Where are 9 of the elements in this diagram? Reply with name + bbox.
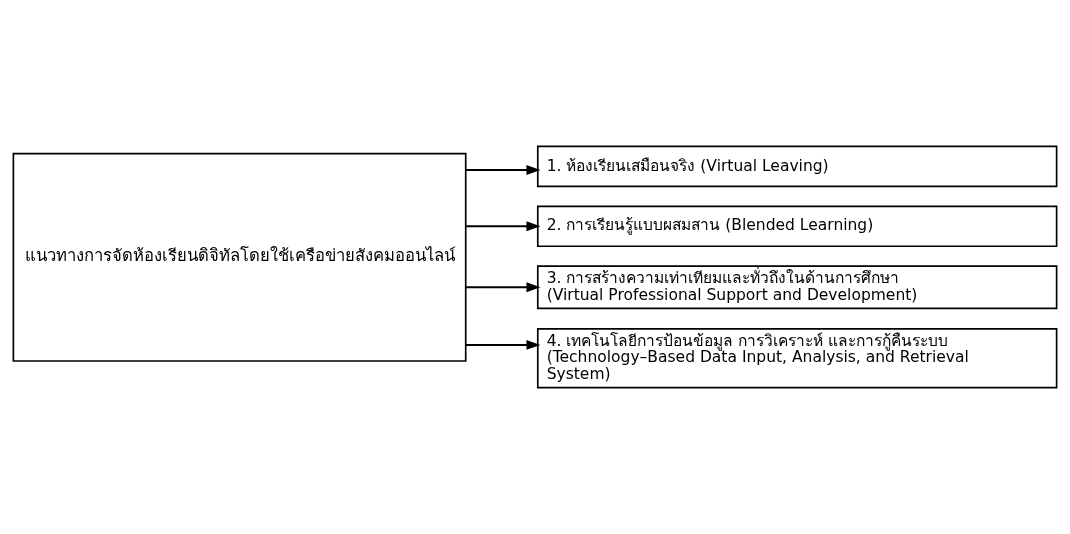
arrow	[464, 221, 541, 232]
node-box: 3. การสร้างความเท่าเทียมและทั่วถึงในด้านการศึกษา (Virtual Professional Support and Development)	[536, 265, 1058, 310]
arrow	[464, 165, 541, 175]
node-box: 4. เทคโนโลยีการป้อนข้อมูล การวิเคราะห์ และการกู้คืนระบบ (Technology–Based Data Input, Analysis, and Retrieval System)	[536, 328, 1058, 389]
node-box: 1. ห้องเรียนเสมือนจริง (Virtual Leaving)	[536, 145, 1058, 188]
node-box: แนวทางการจัดห้องเรียนดิจิทัลโดยใช้เครือข่ายสังคมออนไลน์	[12, 152, 467, 362]
arrow	[464, 282, 541, 293]
arrow	[464, 340, 541, 350]
node-box: 2. การเรียนรู้แบบผสมสาน (Blended Learning)	[536, 205, 1058, 248]
